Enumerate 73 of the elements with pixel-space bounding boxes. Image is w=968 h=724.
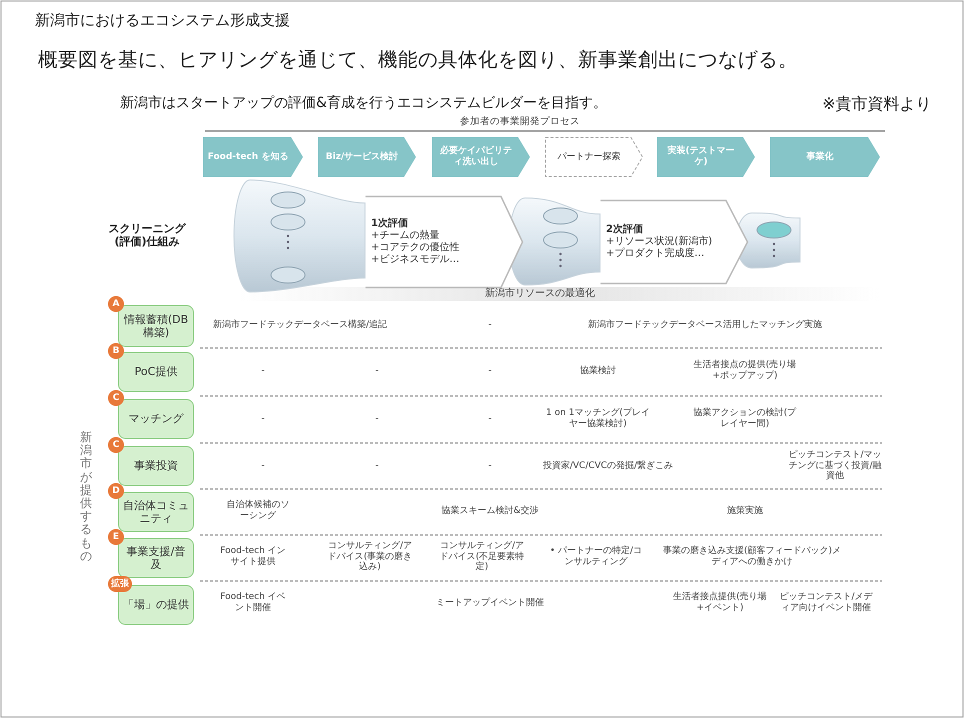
cell-text: - xyxy=(374,460,380,472)
node-label: 情報蓄積(DB構築) xyxy=(122,312,190,340)
title: 新潟市におけるエコシステム形成支援 xyxy=(35,11,290,30)
process-stage xyxy=(203,137,303,177)
process-stage xyxy=(432,137,530,177)
badge: D xyxy=(108,483,124,499)
criterion-text: +ビジネスモデル… xyxy=(371,254,460,266)
node-label: 自治体コミュニティ xyxy=(122,498,190,526)
node-label: 実装(テストマーケ) xyxy=(666,146,736,168)
cell-text: • パートナーの特定/コンサルティング xyxy=(548,546,644,568)
node-label: パートナー探索 xyxy=(558,152,620,162)
cell-text: - xyxy=(260,460,266,472)
cell-text: - xyxy=(260,366,266,376)
cell-text: 施策実施 xyxy=(726,506,764,516)
evaluation-heading: 1次評価 xyxy=(371,218,408,230)
cell-text: コンサルティング/アドバイス(事業の磨き込み) xyxy=(326,540,414,574)
node-label: 事業支援/普及 xyxy=(126,544,186,572)
cell-text: - xyxy=(260,414,266,424)
row-heading: スクリーニング(評価)仕組み xyxy=(108,222,187,248)
cell-text: - xyxy=(487,366,493,376)
cell-text: ピッチコンテスト/マッチングに基づく投資/融資他 xyxy=(787,450,883,482)
cell-text: Food-tech イベント開催 xyxy=(219,592,287,614)
evaluation-panel xyxy=(600,200,748,284)
criterion-text: +チームの熱量 xyxy=(371,230,440,242)
cell-text: ミートアップイベント開催 xyxy=(435,598,545,608)
node-label: 事業投資 xyxy=(134,459,178,473)
cell-text: 生活者接点の提供(売り場+ポップアップ) xyxy=(692,360,798,382)
criterion-text: +リソース状況(新潟市) xyxy=(606,236,712,248)
cell-text: - xyxy=(487,320,493,330)
cell-text: コンサルティング/アドバイス(不足要素特定) xyxy=(438,540,526,574)
badge: C xyxy=(108,390,124,406)
process-stage xyxy=(770,137,880,177)
badge: B xyxy=(108,343,124,359)
node-label: 「場」の提供 xyxy=(123,598,189,612)
badge: C xyxy=(108,437,124,453)
band-label: 新潟市リソースの最適化 xyxy=(484,288,596,300)
process-stage xyxy=(657,137,755,177)
criterion-text: +プロダクト完成度… xyxy=(606,248,704,260)
node-label: Food-tech を知る xyxy=(208,152,288,162)
cell-text: - xyxy=(487,460,493,472)
cell-text: 新潟市フードテックデータベース構築/追記 xyxy=(212,320,388,330)
heading: 概要図を基に、ヒアリングを通じて、機能の具体化を図り、新事業創出につなげる。 xyxy=(38,48,798,72)
node-label: Biz/サービス検討 xyxy=(326,152,398,162)
cell-text: 自治体候補のソーシング xyxy=(226,500,290,522)
node-label: 必要ケイパビリティ洗い出し xyxy=(439,146,513,168)
cell-text: - xyxy=(374,366,380,376)
cell-text: 1 on 1マッチング(プレイヤー協業検討) xyxy=(545,408,651,430)
badge: 拡張 xyxy=(108,576,132,592)
side-label: 新潟市が提供するもの xyxy=(79,431,93,563)
badge: E xyxy=(108,529,124,545)
node-label: マッチング xyxy=(128,412,184,426)
cell-text: - xyxy=(374,414,380,424)
process-stage xyxy=(545,137,643,177)
cell-text: 事業の磨き込み支援(顧客フィードバック)メディアへの働きかけ xyxy=(662,546,842,568)
evaluation-panel xyxy=(365,196,523,288)
node-label: PoC提供 xyxy=(134,365,178,379)
process-stage xyxy=(318,137,416,177)
cell-text: 投資家/VC/CVCの発掘/繋ぎこみ xyxy=(542,460,674,472)
cell-text: 新潟市フードテックデータベース活用したマッチング実施 xyxy=(587,320,823,330)
cell-text: 協業検討 xyxy=(579,366,617,376)
process-title: 参加者の事業開発プロセス xyxy=(459,116,581,128)
node-label: 事業化 xyxy=(806,152,834,162)
source-note: ※貴市資料より xyxy=(821,94,933,114)
cell-text: Food-tech インサイト提供 xyxy=(219,546,287,568)
badge: A xyxy=(108,296,124,312)
criterion-text: +コアテクの優位性 xyxy=(371,242,460,254)
cell-text: 協業アクションの検討(プレイヤー間) xyxy=(692,408,798,430)
subheading: 新潟市はスタートアップの評価&育成を行うエコシステムビルダーを目指す。 xyxy=(120,94,608,112)
cell-text: ピッチコンテスト/メディア向けイベント開催 xyxy=(778,592,874,614)
evaluation-heading: 2次評価 xyxy=(606,224,643,236)
cell-text: - xyxy=(487,414,493,424)
cell-text: 生活者接点提供(売り場+イベント) xyxy=(672,592,768,614)
cell-text: 協業スキーム検討&交渉 xyxy=(440,506,540,516)
